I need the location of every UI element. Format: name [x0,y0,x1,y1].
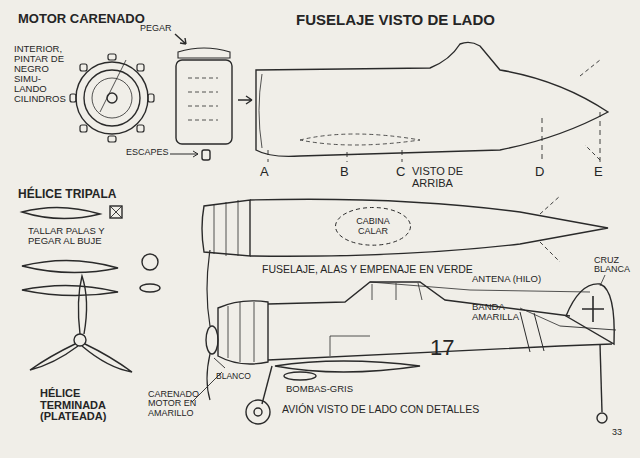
label-text: CRUZ BLANCA [594,256,634,275]
label-text: PEGAR [140,24,172,33]
label-text: AVIÓN VISTO DE LADO CON DETALLES [282,404,479,415]
label-text: 17 [430,336,454,359]
label-text: INTERIOR, PINTAR DE NEGRO SIMU- LANDO CI… [14,44,74,104]
cockpit-ellipse: CABINA CALAR [334,206,412,247]
label-text: TALLAR PALAS Y PEGAR AL BUJE [28,226,138,246]
label-text: MOTOR CARENADO [18,12,145,26]
label-text: B [340,165,349,179]
label-text: ESCAPES [126,148,169,157]
label-text: HÉLICE TRIPALA [18,188,116,201]
label-text: BLANCO [216,372,251,381]
label-text: HÉLICE TERMINADA (PLATEADA) [40,388,140,423]
label-text: FUSELAJE, ALAS Y EMPENAJE EN VERDE [262,264,473,275]
label-text: CARENADO MOTOR EN AMARILLO [148,390,222,418]
label-text: VISTO DE ARRIBA [412,166,472,189]
label-text: BOMBAS-GRIS [286,384,353,394]
label-text: D [535,165,544,179]
label-text: A [260,165,269,179]
label-text: 33 [612,428,622,437]
node-text: CABINA CALAR [349,216,397,237]
label-text: ANTENA (HILO) [472,274,541,284]
label-text: E [594,165,603,179]
label-text: C [396,165,405,179]
label-text: FUSELAJE VISTO DE LADO [296,12,495,28]
label-text: BANDA AMARILLA [472,302,532,322]
